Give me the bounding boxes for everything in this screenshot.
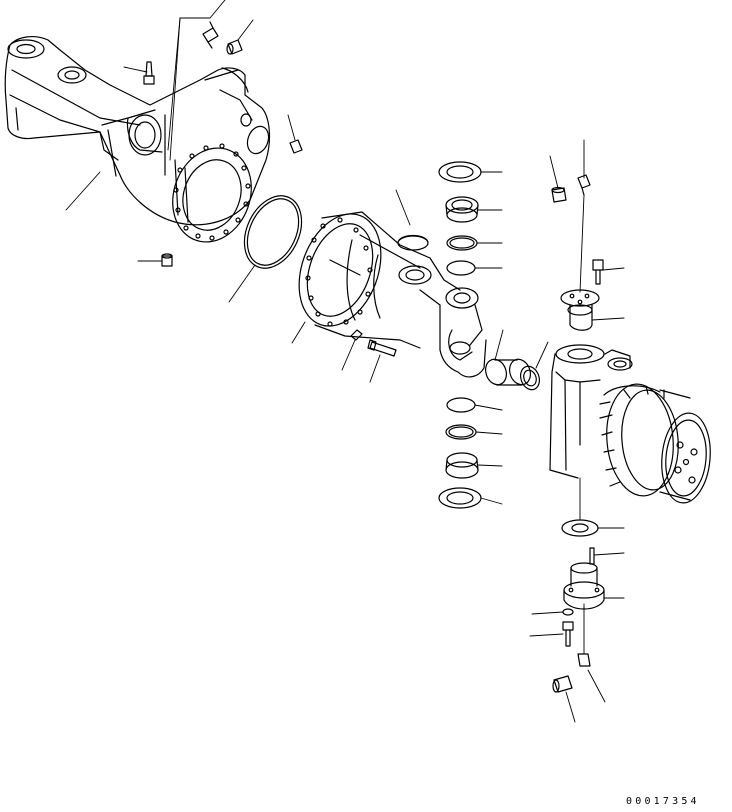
shim-top — [446, 260, 476, 276]
dowel-pin — [350, 329, 363, 341]
plug-right-of-housing — [289, 139, 303, 154]
plug-small-top — [226, 39, 243, 55]
plug-right-top — [551, 186, 567, 203]
o-ring-bottom — [445, 424, 477, 440]
breather-fitting — [202, 21, 219, 49]
shim-bottom — [446, 397, 476, 413]
steering-knuckle-hub — [549, 344, 711, 504]
drain-plug-bottom — [161, 253, 173, 267]
bolt-center — [367, 339, 397, 357]
axle-housing-left — [4, 35, 271, 243]
o-ring-top — [446, 235, 478, 251]
dome-cap — [397, 234, 429, 251]
bearing-cup-top — [445, 196, 479, 223]
plug-lower — [552, 675, 573, 693]
bearing-cup-bottom — [445, 452, 479, 479]
thrust-washer-lower-right — [561, 519, 599, 537]
bolt-lower — [562, 621, 574, 647]
bolt-kingpin-cap — [592, 259, 604, 285]
leader-lines — [65, 0, 625, 723]
thrust-washer-top — [438, 161, 482, 183]
grease-fitting-right-top — [577, 174, 591, 196]
thrust-washer-bottom — [438, 487, 482, 509]
catalog-number: 00017354 — [626, 796, 700, 807]
kingpin-cap-bottom — [563, 562, 605, 610]
grease-nipple-left — [143, 61, 155, 85]
grease-fitting-lower — [577, 653, 591, 667]
axle-housing-center — [298, 211, 487, 378]
bushing — [485, 358, 531, 386]
washer-small-lower — [562, 608, 574, 616]
dowel-pin-lower — [589, 547, 595, 565]
seal-ring — [519, 365, 541, 391]
kingpin-cap-top — [560, 289, 600, 331]
o-ring-large — [243, 195, 303, 269]
